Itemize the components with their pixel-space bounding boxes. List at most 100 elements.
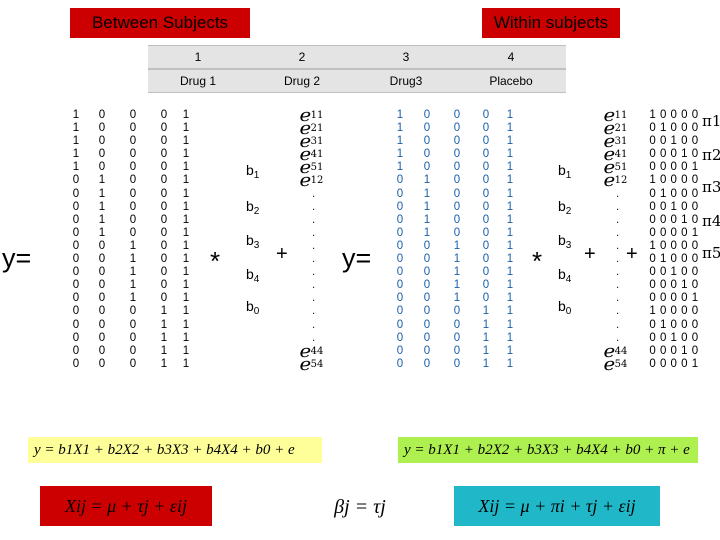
right-design-col-x0-cell: 1 <box>506 239 514 252</box>
left-design-col-x1-cell: 0 <box>72 213 80 226</box>
right-design-col-x2-cell: 0 <box>423 344 431 357</box>
right-subject-matrix-cell: 1 0 0 0 0 <box>649 109 699 121</box>
error-ellipsis: . <box>616 188 620 200</box>
right-design-col-x2-cell: 0 <box>423 122 431 135</box>
left-design-col-x1-cell: 1 <box>72 135 80 148</box>
right-design-col-x0-cell: 1 <box>506 174 514 187</box>
left-design-col-x0-cell: 1 <box>182 344 190 357</box>
left-multiply-sign: * <box>210 246 221 276</box>
left-design-col-x4-cell: 1 <box>160 318 168 331</box>
beta-b0: b0 <box>246 298 260 317</box>
left-design-col-x2-cell: 0 <box>98 253 106 266</box>
error-ellipsis: . <box>312 201 316 213</box>
right-design-col-x0-cell: 1 <box>506 318 514 331</box>
left-design-col-x2-cell: 0 <box>98 239 106 252</box>
left-design-col-x0-cell: 1 <box>182 122 190 135</box>
header-number-3: 3 <box>402 50 410 64</box>
right-design-col-x2-cell: 0 <box>423 109 431 121</box>
header-condition-drug2: Drug 2 <box>283 74 321 88</box>
left-design-col-x1-cell: 0 <box>72 279 80 292</box>
left-design-col-x0-cell: 1 <box>182 239 190 252</box>
left-design-col-x2-cell: 1 <box>98 200 106 213</box>
left-design-col-x4-cell: 0 <box>160 148 168 161</box>
error-ellipsis: . <box>312 293 316 305</box>
right-design-col-x0-cell: 1 <box>506 226 514 239</box>
left-design-col-x3-cell: 0 <box>129 109 137 121</box>
error-ellipsis: . <box>312 267 316 279</box>
left-design-col-x2-cell: 1 <box>98 187 106 200</box>
left-model-formula: Xij = μ + τj + εij <box>40 486 212 526</box>
left-design-col-x4-cell: 0 <box>160 174 168 187</box>
left-design-col-x4-cell: 1 <box>160 331 168 344</box>
error-e11: e11 <box>603 105 628 126</box>
left-design-col-x1-cell: 0 <box>72 318 80 331</box>
right-design-col-x0-cell: 1 <box>506 200 514 213</box>
right-design-col-x3-cell: 0 <box>453 174 461 187</box>
left-design-col-x3-cell: 0 <box>129 174 137 187</box>
right-subject-matrix-cell: 0 1 0 0 0 <box>649 318 699 331</box>
right-design-col-x4-cell: 0 <box>482 213 490 226</box>
error-e31: e31 <box>603 131 628 153</box>
right-design-col-x4-cell: 0 <box>482 200 490 213</box>
error-ellipsis: . <box>616 280 620 292</box>
right-design-col-x0-cell: 1 <box>506 253 514 266</box>
error-ellipsis: . <box>312 188 316 200</box>
left-design-col-x0-cell: 1 <box>182 148 190 161</box>
error-ellipsis: . <box>616 214 620 226</box>
right-design-col-x4-cell: 1 <box>482 357 490 370</box>
left-design-col-x2-cell: 0 <box>98 305 106 318</box>
beta-b3: b3 <box>246 232 260 251</box>
beta-b4: b4 <box>246 266 260 285</box>
left-design-col-x1-cell: 1 <box>72 109 80 121</box>
right-subject-matrix-cell: 0 0 0 0 1 <box>649 226 699 239</box>
left-design-col-x2-cell: 1 <box>98 226 106 239</box>
left-design-col-x3-cell: 0 <box>129 305 137 318</box>
right-formula-text: Xij = μ + πi + τj + εij <box>478 495 636 516</box>
right-design-col-x0-cell: 1 <box>506 357 514 370</box>
left-design-col-x0-cell: 1 <box>182 109 190 121</box>
left-design-col-x2-cell: 1 <box>98 174 106 187</box>
right-design-col-x1-cell: 0 <box>396 200 404 213</box>
pi-label-2: π2 <box>702 146 720 164</box>
right-design-col-x1-cell: 1 <box>396 135 404 148</box>
error-ellipsis: . <box>312 306 316 318</box>
beta-b3: b3 <box>558 232 572 251</box>
right-design-col-x2-cell: 0 <box>423 305 431 318</box>
right-design-col-x3-cell: 1 <box>453 253 461 266</box>
right-design-col-x1-cell: 0 <box>396 213 404 226</box>
error-ellipsis: . <box>616 240 620 252</box>
error-ellipsis: . <box>616 332 620 344</box>
right-subject-matrix-cell: 0 0 1 0 0 <box>649 266 699 279</box>
error-e21: e21 <box>299 118 324 140</box>
header-number-1: 1 <box>194 50 202 64</box>
right-design-col-x0-cell: 1 <box>506 122 514 135</box>
left-design-col-x4-cell: 0 <box>160 239 168 252</box>
right-design-col-x2-cell: 0 <box>423 148 431 161</box>
right-design-col-x0-cell: 1 <box>506 135 514 148</box>
left-design-col-x0-cell: 1 <box>182 200 190 213</box>
header-condition-drug3: Drug3 <box>389 74 423 88</box>
left-regression-equation: y = b1X1 + b2X2 + b3X3 + b4X4 + b0 + e <box>28 437 322 463</box>
right-design-col-x4-cell: 0 <box>482 109 490 121</box>
right-design-col-x4-cell: 0 <box>482 279 490 292</box>
right-multiply-sign: * <box>532 246 543 276</box>
error-ellipsis: . <box>312 214 316 226</box>
right-design-col-x1-cell: 0 <box>396 253 404 266</box>
left-design-col-x3-cell: 0 <box>129 148 137 161</box>
right-design-col-x3-cell: 0 <box>453 226 461 239</box>
right-design-col-x2-cell: 0 <box>423 253 431 266</box>
left-design-col-x4-cell: 0 <box>160 109 168 121</box>
between-subjects-banner: Between Subjects <box>70 8 250 38</box>
right-subject-matrix-cell: 0 0 1 0 0 <box>649 331 699 344</box>
right-design-col-x3-cell: 1 <box>453 266 461 279</box>
right-design-col-x2-cell: 0 <box>423 292 431 305</box>
right-design-col-x2-cell: 1 <box>423 200 431 213</box>
middle-formula: βj = τj <box>320 492 400 522</box>
right-design-col-x2-cell: 0 <box>423 331 431 344</box>
error-e12: e12 <box>603 170 628 192</box>
pi-label-5: π5 <box>702 244 720 262</box>
right-design-col-x1-cell: 0 <box>396 331 404 344</box>
